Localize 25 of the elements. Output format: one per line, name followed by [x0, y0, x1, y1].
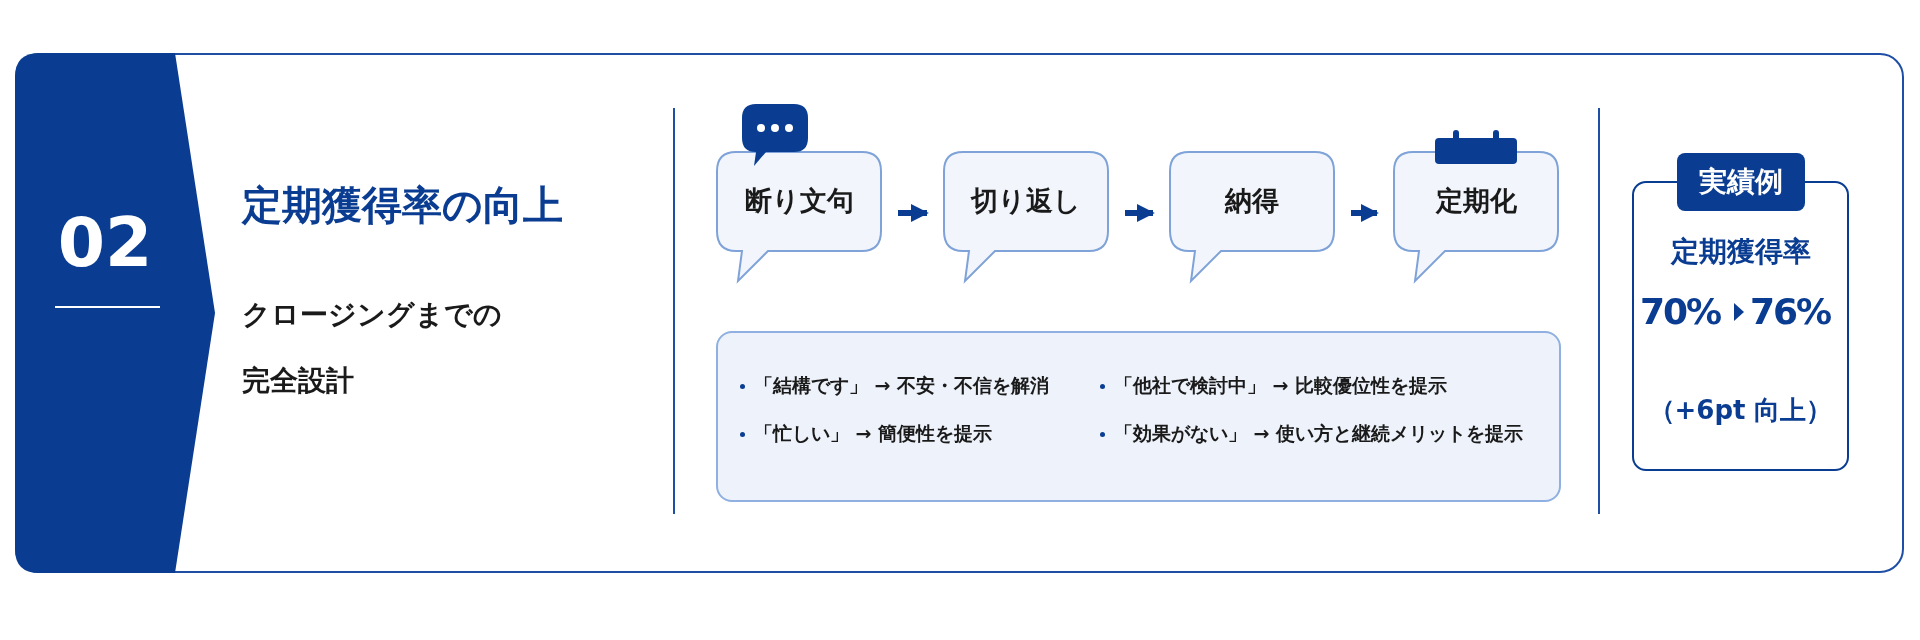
tip-text: 「結構です」 → 不安・不信を解消 [738, 373, 1050, 399]
result-tag: 実績例 [1677, 153, 1805, 211]
step-label: 切り返し [969, 184, 1082, 218]
improvement-note: （+6pt 向上） [1647, 394, 1834, 427]
step-label: 断り文句 [743, 184, 855, 218]
tip-text: 「忙しい」 → 簡便性を提示 [738, 421, 993, 447]
tips-panel [716, 331, 1561, 502]
speech-bubble [716, 151, 882, 282]
after-value: 76% [1750, 291, 1831, 332]
speech-bubble [1169, 151, 1335, 282]
step-label: 定期化 [1434, 184, 1518, 218]
step-label: 納得 [1223, 184, 1280, 218]
arrow [898, 204, 929, 222]
tip-text: 「効果がない」 → 使い方と継続メリットを提示 [1098, 421, 1524, 447]
subtitle: クロージングまでの完全設計 [242, 297, 503, 399]
before-value: 70% [1640, 291, 1721, 332]
arrow [1125, 204, 1155, 222]
number-band [15, 53, 215, 573]
arrow [1351, 204, 1379, 222]
section-number: 02 [56, 203, 154, 283]
speech-bubble [1393, 151, 1559, 282]
tip-text: 「他社で検討中」 → 比較優位性を提示 [1098, 373, 1448, 399]
heading: 定期獲得率の向上 [242, 181, 563, 230]
speech-bubble [943, 151, 1109, 282]
metric-name: 定期獲得率 [1669, 234, 1812, 270]
